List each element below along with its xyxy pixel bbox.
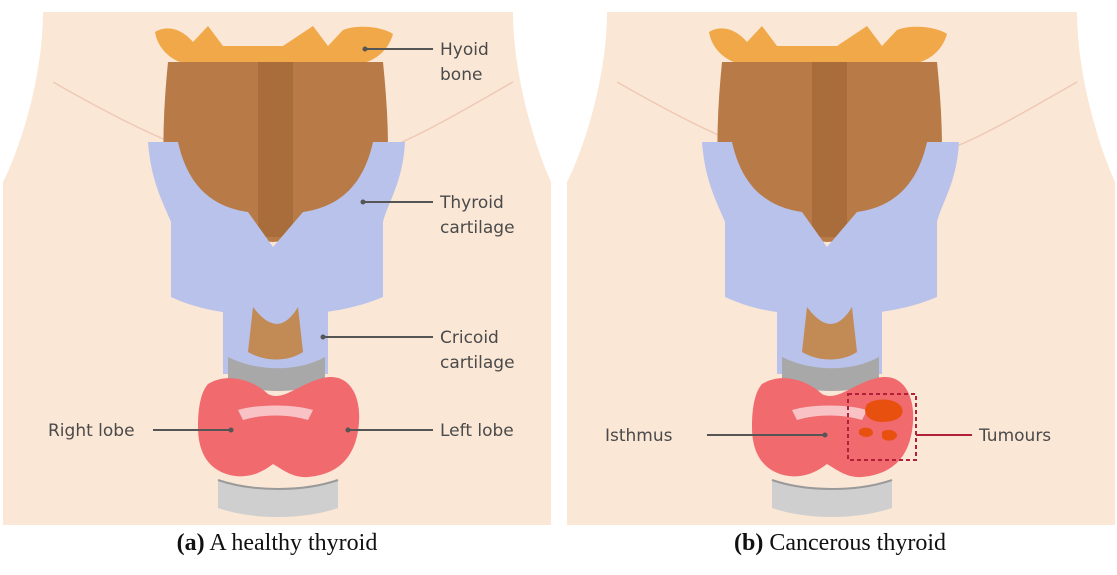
label-right-lobe: Right lobe: [48, 421, 135, 441]
caption-a-text: A healthy thyroid: [209, 530, 377, 556]
isthmus-leader-dot: [823, 433, 828, 438]
label-tumours: Tumours: [978, 426, 1051, 446]
label-thyroid-cartilage-line1: Thyroid: [439, 193, 504, 213]
larynx-shadow: [812, 62, 847, 237]
label-thyroid-cartilage-line2: cartilage: [440, 218, 515, 238]
cancerous-thyroid-illustration: Isthmus Tumours: [567, 12, 1115, 525]
caption-healthy-thyroid: (a) A healthy thyroid: [0, 530, 554, 557]
panel-healthy-thyroid: Hyoid bone Thyroid cartilage Cricoid car…: [3, 12, 551, 525]
label-cricoid-cartilage-line1: Cricoid: [440, 328, 499, 348]
label-cricoid-cartilage-line2: cartilage: [440, 353, 515, 373]
caption-a-tag: (a): [177, 530, 205, 556]
caption-b-text: Cancerous thyroid: [769, 530, 946, 556]
label-left-lobe: Left lobe: [440, 421, 514, 441]
hyoid-leader-dot: [363, 47, 368, 52]
cricoid-leader-dot: [321, 335, 326, 340]
caption-b-tag: (b): [734, 530, 763, 556]
right-lobe-leader-dot: [229, 428, 234, 433]
label-hyoid-line2: bone: [440, 65, 482, 85]
panel-cancerous-thyroid: Isthmus Tumours: [567, 12, 1115, 525]
label-isthmus: Isthmus: [605, 426, 673, 446]
thyroid-cartilage-leader-dot: [361, 200, 366, 205]
label-hyoid-line1: Hyoid: [440, 40, 489, 60]
healthy-thyroid-illustration: Hyoid bone Thyroid cartilage Cricoid car…: [3, 12, 551, 525]
left-lobe-leader-dot: [346, 428, 351, 433]
caption-cancerous-thyroid: (b) Cancerous thyroid: [563, 530, 1117, 557]
larynx-shadow: [258, 62, 293, 237]
tumour-large: [865, 399, 902, 422]
